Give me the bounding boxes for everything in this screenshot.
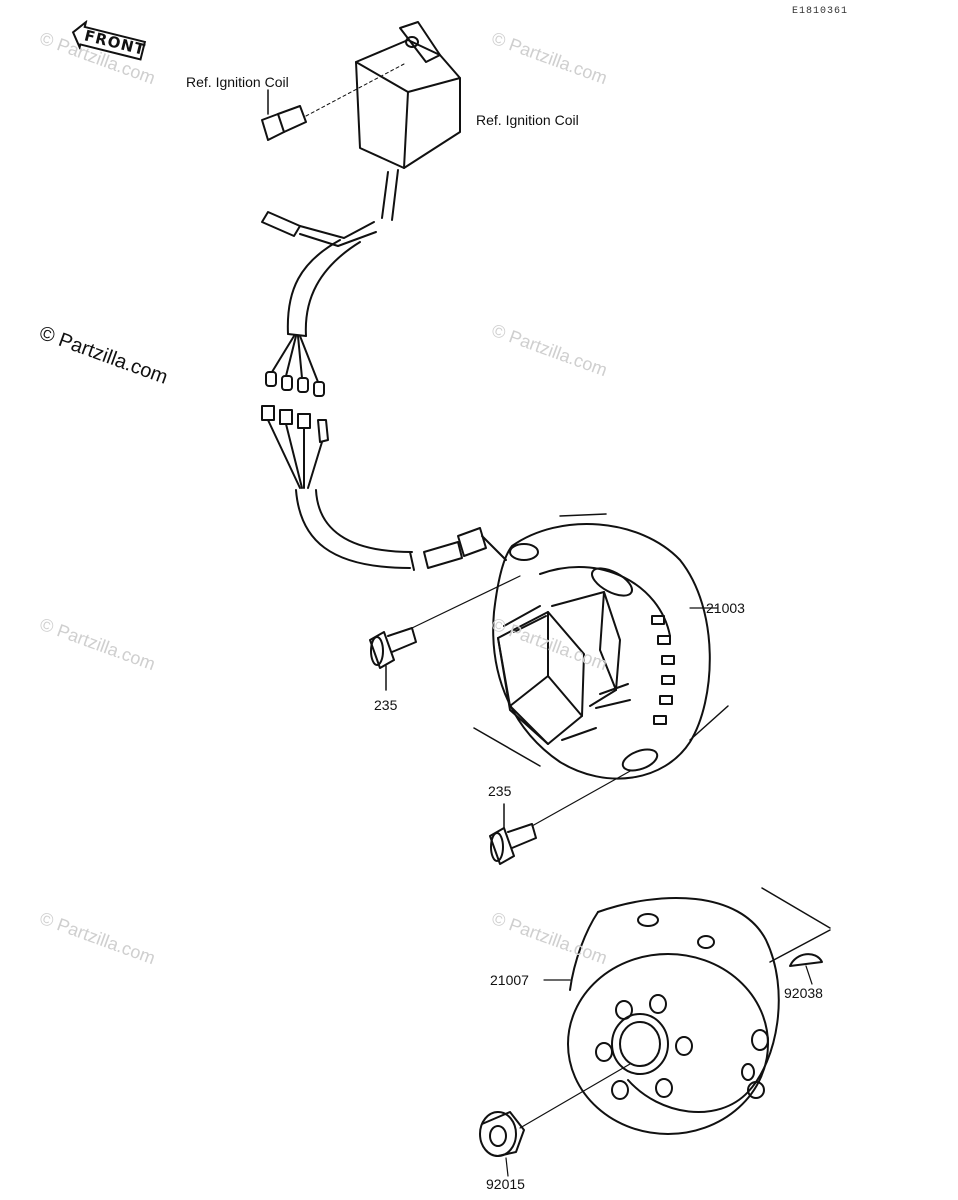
- ignition-coil: [355, 21, 461, 221]
- wiring-harness: [261, 211, 507, 571]
- label-ref-ignition-coil-right: Ref. Ignition Coil: [476, 112, 579, 128]
- label-part-21007: 21007: [490, 972, 529, 988]
- label-part-235-upper: 235: [374, 697, 398, 713]
- label-ref-ignition-coil-left: Ref. Ignition Coil: [186, 74, 289, 90]
- screw-lower: [489, 803, 537, 865]
- diagram-code: E1810361: [792, 6, 849, 17]
- label-part-235-lower: 235: [488, 783, 512, 799]
- label-part-92038: 92038: [784, 985, 823, 1001]
- flywheel: [519, 887, 831, 1135]
- label-part-21003: 21003: [706, 600, 745, 616]
- label-part-92015: 92015: [486, 1176, 525, 1192]
- front-direction-indicator: FRONT: [67, 17, 148, 64]
- front-arrow-icon: [71, 19, 147, 61]
- woodruff-key: [789, 953, 823, 985]
- screw-upper: [369, 627, 417, 691]
- flywheel-nut: [479, 1111, 525, 1177]
- stator-assembly: [411, 513, 729, 827]
- coil-mount-bolt: [261, 63, 405, 141]
